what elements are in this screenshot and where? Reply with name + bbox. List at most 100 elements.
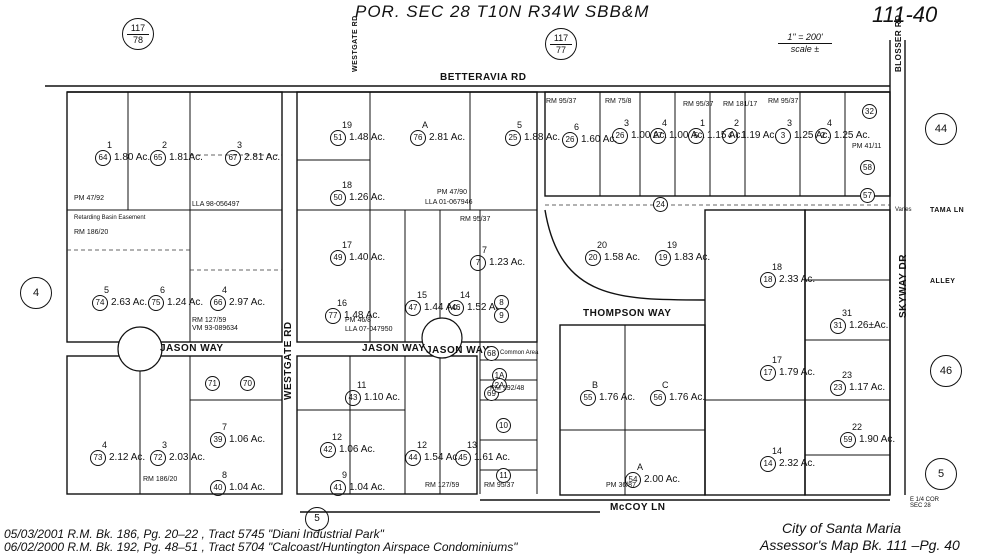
block-ne (544, 91, 891, 197)
lot-number: 1 (107, 140, 113, 150)
parcel-number-badge: 40 (210, 480, 226, 496)
annot-vm-93: VM 93-089634 (192, 325, 238, 332)
lot-number: 14 (460, 290, 471, 300)
parcel-number-badge: 2 (815, 128, 831, 144)
jason-cul-de-sac-east (421, 317, 463, 359)
block-south-mid (296, 355, 478, 495)
parcel-number-badge: 41 (330, 480, 346, 496)
small-parcel-57: 57 (860, 188, 875, 203)
annot-rm-75-8: RM 75/8 (605, 98, 632, 105)
lot-number: 17 (772, 355, 783, 365)
street-skyway: SKYWAY DR (898, 254, 909, 318)
scale-line-2: scale ± (790, 44, 820, 54)
street-betteravia: BETTERAVIA RD (440, 72, 527, 83)
lot-number: A (637, 462, 644, 472)
lot-number: 4 (662, 118, 668, 128)
parcel-number-badge: 23 (830, 380, 846, 396)
street-westgate-mid: WESTGATE RD (283, 321, 294, 400)
lot-number: 6 (160, 285, 166, 295)
map-number: 111-40 (872, 2, 938, 27)
lot-number: 3 (162, 440, 168, 450)
annot-rm-95-37-a: RM 95/37 (460, 216, 491, 223)
lot-number: 4 (827, 118, 833, 128)
annot-rm-186-20-b: RM 186/20 (143, 476, 178, 483)
lot-number: 18 (772, 262, 783, 272)
lot-number: 7 (482, 245, 488, 255)
lot-number: 9 (342, 470, 348, 480)
annot-rm-95-37-c: RM 95/37 (683, 101, 714, 108)
parcel-number-badge: 20 (585, 250, 601, 266)
parcel-number-badge: 54 (625, 472, 641, 488)
parcel-acreage: 1.04 Ac. (229, 482, 266, 493)
small-parcel-24: 24 (653, 197, 668, 212)
map-title: POR. SEC 28 T10N R34W SBB&M (355, 2, 650, 21)
parcel-acreage: 2.81 Ac. (429, 132, 466, 143)
lot-number: 12 (332, 432, 343, 442)
parcel-acreage: 2.12 Ac. (109, 452, 146, 463)
parcel-acreage: 1.83 Ac. (674, 252, 711, 263)
annot-rm-95-37-e: RM 95/37 (484, 482, 515, 489)
annot-lla-98: LLA 98-056497 (192, 201, 240, 208)
parcel-acreage: 1.76 Ac. (669, 392, 706, 403)
parcel-acreage: 1.80 Ac. (114, 152, 151, 163)
small-parcel-32: 32 (862, 104, 877, 119)
small-parcel-58: 58 (860, 160, 875, 175)
lot-number: 2 (734, 118, 740, 128)
parcel-acreage: 1.26±Ac. (849, 320, 889, 331)
lot-number: B (592, 380, 599, 390)
parcel-acreage: 1.40 Ac. (349, 252, 386, 263)
parcel-number-badge: 73 (90, 450, 106, 466)
street-alley: ALLEY (930, 278, 956, 285)
block-nw (66, 91, 283, 343)
annot-retarding-basin: Retarding Basin Easement (74, 215, 146, 221)
parcel-number-badge: 66 (210, 295, 226, 311)
parcel-acreage: 1.06 Ac. (339, 444, 376, 455)
small-parcel-68: 68 (484, 346, 499, 361)
lot-number: 4 (222, 285, 228, 295)
lot-number: 23 (842, 370, 853, 380)
block-sw (66, 355, 283, 495)
annot-quarter-corner: E 1/4 COR SEC 28 (910, 497, 940, 509)
parcel-number-badge: 59 (840, 432, 856, 448)
lot-number: 7 (222, 422, 228, 432)
annot-lla-07: LLA 07-047950 (345, 326, 393, 333)
parcel-acreage: 1.26 Ac. (349, 192, 386, 203)
parcel-number-badge: 44 (405, 450, 421, 466)
annot-rm-127-59: RM 127/59 (192, 317, 227, 324)
page-ref-46: 46 (930, 355, 962, 387)
page-ref-divider (127, 34, 149, 35)
small-parcel-10: 10 (496, 418, 511, 433)
parcel-acreage: 2.63 Ac. (111, 297, 148, 308)
parcel-acreage: 1.19 Ac. (741, 130, 778, 141)
parcel-number-badge: 14 (760, 456, 776, 472)
parcel-number-badge: 76 (410, 130, 426, 146)
parcel-acreage: 2.00 Ac. (644, 474, 681, 485)
parcel-number-badge: 75 (148, 295, 164, 311)
footer-line-2: 06/02/2000 R.M. Bk. 192, Pg. 48–51 , Tra… (4, 540, 518, 554)
scale-line-1: 1" = 200' (787, 32, 823, 42)
parcel-number-badge: 17 (760, 365, 776, 381)
parcel-number-badge: 39 (210, 432, 226, 448)
